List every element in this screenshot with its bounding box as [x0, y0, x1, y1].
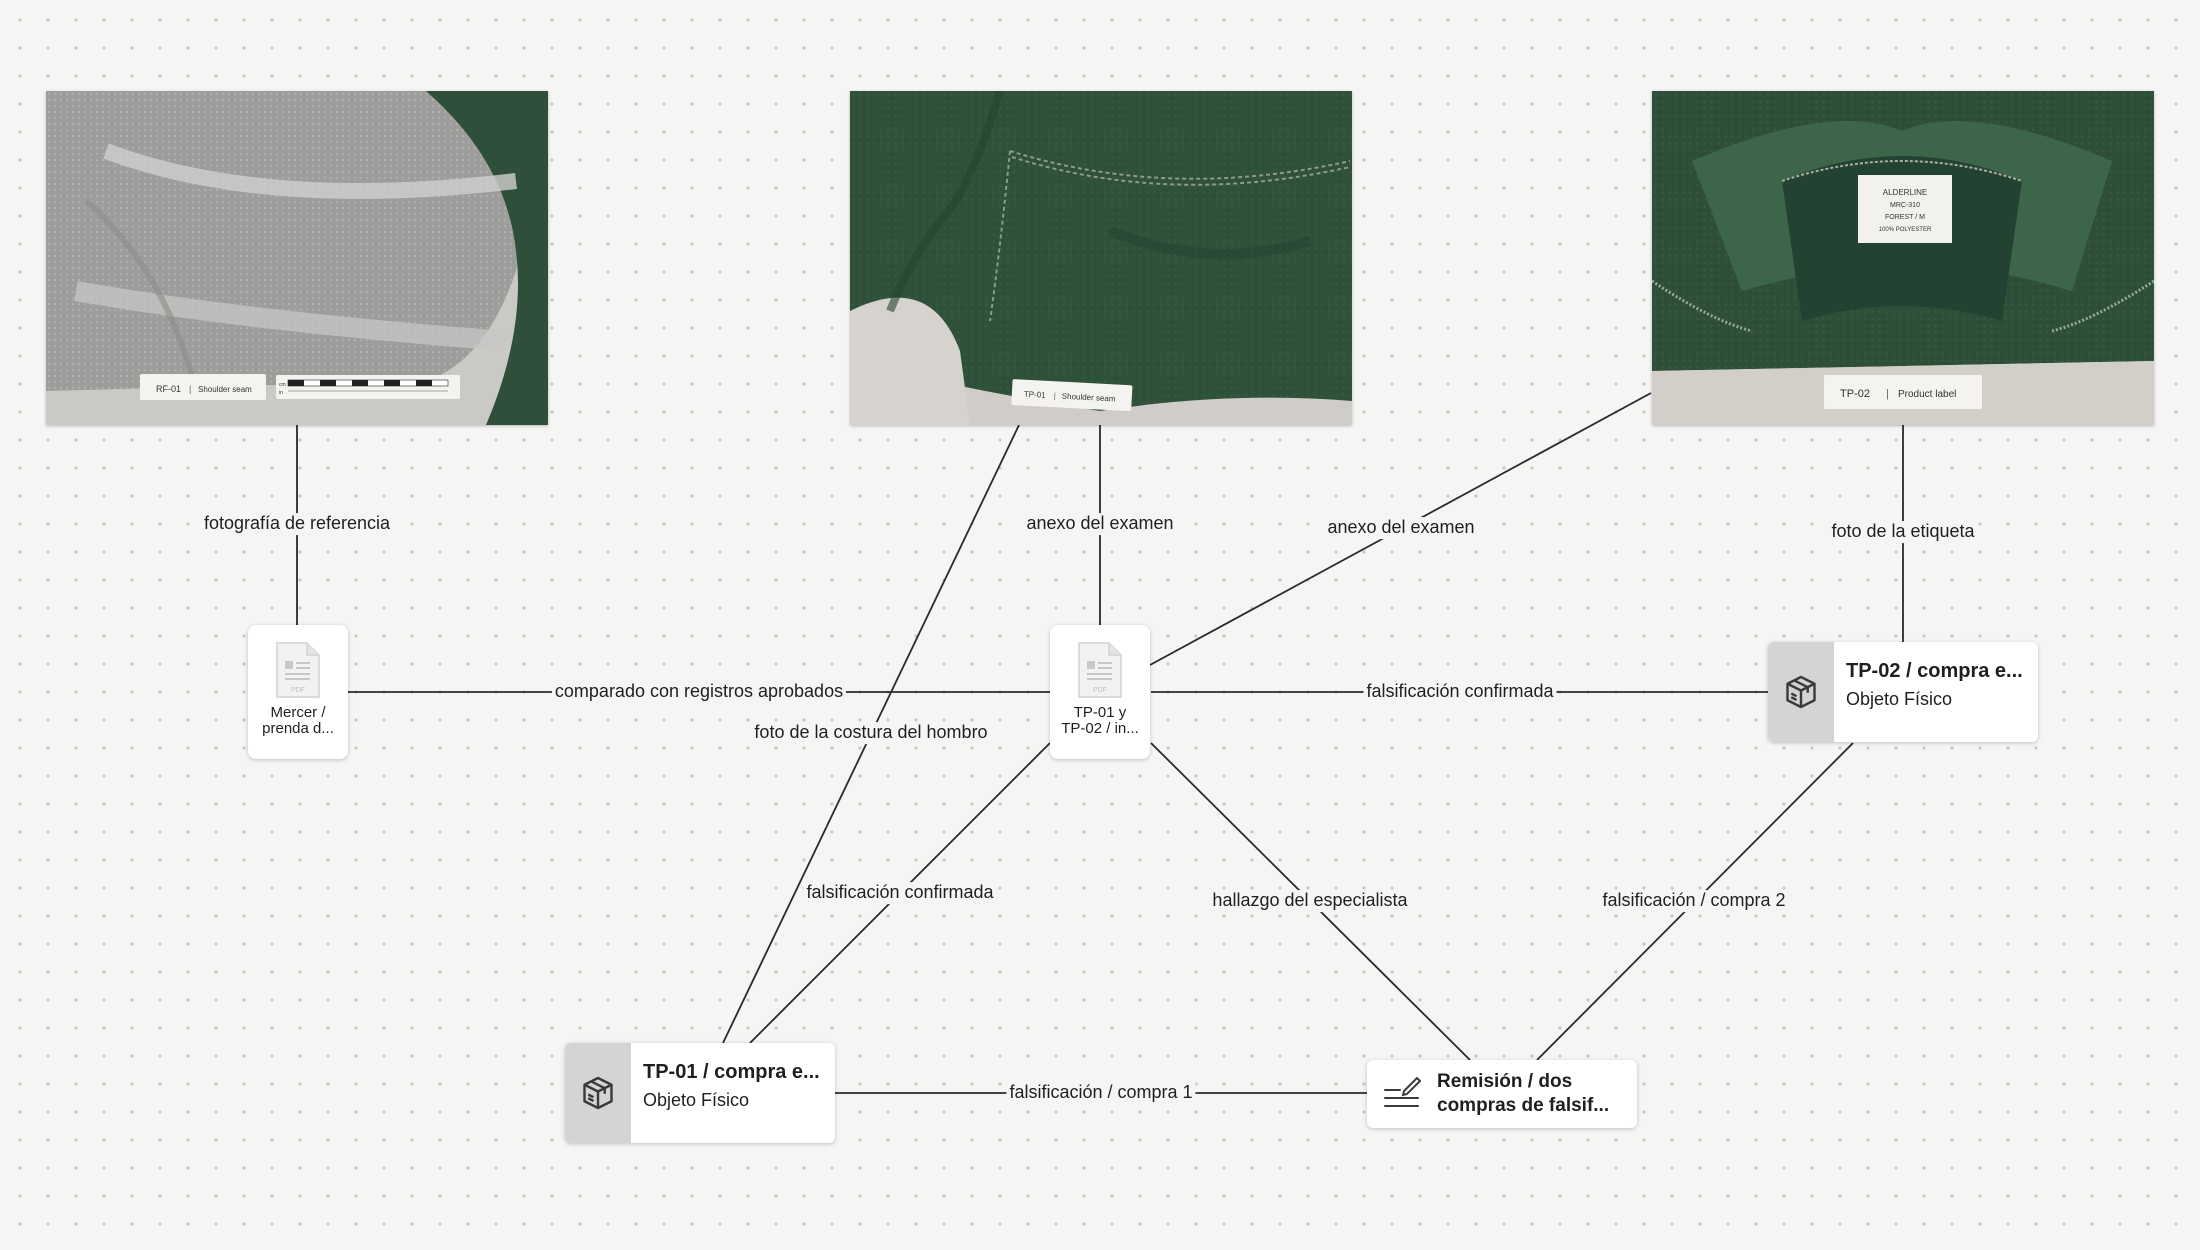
edge-label-ref-photo: fotografía de referencia — [200, 513, 394, 535]
pdf-file-icon: PDF — [1078, 642, 1122, 698]
object-node-tp02[interactable]: TP-02 / compra e... Objeto Físico — [1768, 642, 2038, 742]
label-line-model: MRC-310 — [1890, 202, 1920, 209]
label-line-size: FOREST / M — [1885, 214, 1925, 221]
mercer-file-type: PDF — [291, 687, 305, 694]
tp-file-type: PDF — [1093, 687, 1107, 694]
edge-label-specialist: hallazgo del especialista — [1209, 890, 1411, 912]
edge-label-compared: comparado con registros aprobados — [551, 681, 847, 703]
edge-label-purchase-1: falsificación / compra 1 — [1006, 1082, 1196, 1104]
object-title: TP-01 / compra e... — [643, 1061, 820, 1083]
note-node-remision[interactable]: Remisión / dos compras de falsif... — [1367, 1060, 1637, 1128]
document-label-line-2: prenda d... — [262, 720, 334, 737]
pdf-file-icon: PDF — [276, 642, 320, 698]
document-node-tp01-tp02[interactable]: PDF TP-01 y TP-02 / in... — [1050, 625, 1150, 759]
document-label-line-1: TP-01 y — [1073, 704, 1127, 721]
scale-unit-cm: cm — [279, 382, 286, 388]
document-label-line-1: Mercer / — [270, 704, 326, 721]
document-node-mercer[interactable]: PDF Mercer / prenda d... — [248, 625, 348, 759]
rf01-tag-text: Shoulder seam — [198, 385, 252, 394]
object-type: Objeto Físico — [643, 1090, 750, 1110]
svg-text:|: | — [1054, 391, 1057, 400]
photo-tp02-product-label[interactable]: ALDERLINE MRC-310 FOREST / M 100% POLYES… — [1652, 91, 2154, 425]
edge-label-confirmed-top: falsificación confirmada — [1363, 681, 1557, 703]
label-line-brand: ALDERLINE — [1883, 188, 1927, 197]
scale-unit-in: in — [279, 390, 283, 396]
edge-label-annex-1: anexo del examen — [1023, 513, 1177, 535]
object-title: TP-02 / compra e... — [1846, 660, 2023, 682]
note-title-line-2: compras de falsif... — [1437, 1095, 1610, 1116]
rf01-tag-id: RF-01 — [156, 384, 181, 394]
edge-label-confirmed-left: falsificación confirmada — [803, 882, 997, 904]
tp02-tag-id: TP-02 — [1840, 388, 1870, 400]
edge-label-seam-photo: foto de la costura del hombro — [751, 722, 991, 744]
svg-text:|: | — [189, 384, 191, 394]
tp02-tag-text: Product label — [1898, 389, 1956, 400]
object-type: Objeto Físico — [1846, 689, 1953, 709]
package-box-icon — [1786, 675, 1816, 709]
object-node-tp01[interactable]: TP-01 / compra e... Objeto Físico — [565, 1043, 835, 1143]
document-label-line-2: TP-02 / in... — [1061, 720, 1139, 737]
svg-text:|: | — [1886, 388, 1889, 400]
photo-tp01-shoulder-seam[interactable]: TP-01 | Shoulder seam — [850, 91, 1352, 425]
measuring-scale-icon — [276, 375, 460, 399]
edge-label-label-photo: foto de la etiqueta — [1828, 521, 1978, 543]
note-edit-icon — [1384, 1076, 1422, 1107]
photo-rf01-shoulder-seam[interactable]: RF-01 | Shoulder seam cm in — [46, 91, 548, 425]
label-line-material: 100% POLYESTER — [1879, 227, 1932, 233]
edge-label-purchase-2: falsificación / compra 2 — [1599, 890, 1789, 912]
edge-label-annex-2: anexo del examen — [1324, 517, 1478, 539]
package-box-icon — [583, 1076, 613, 1110]
note-title-line-1: Remisión / dos — [1437, 1071, 1573, 1092]
tp01-tag-text: Shoulder seam — [1062, 392, 1117, 404]
tp01-tag-id: TP-01 — [1024, 390, 1047, 400]
